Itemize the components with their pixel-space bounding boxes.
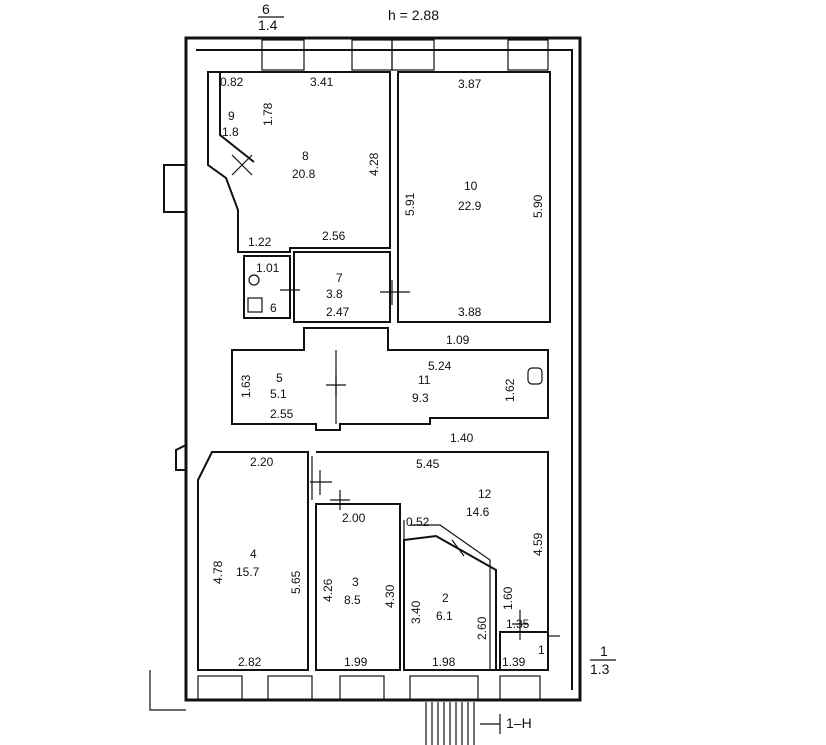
dimension-label: 2.55 bbox=[270, 407, 294, 421]
dimension-label: 4.26 bbox=[321, 578, 335, 602]
dimension-label: 1.62 bbox=[503, 378, 517, 402]
dimension-label: 1.22 bbox=[248, 235, 272, 249]
tl-ref-top: 6 bbox=[262, 1, 270, 17]
br-ref-top: 1 bbox=[600, 643, 608, 659]
top-windows bbox=[261, 39, 549, 71]
dimension-label: 1.09 bbox=[446, 333, 470, 347]
dimension-label: 1.78 bbox=[261, 102, 275, 126]
room-number: 10 bbox=[464, 179, 478, 193]
dimension-label: 1.99 bbox=[344, 655, 368, 669]
room-number: 9 bbox=[228, 109, 235, 123]
fixtures bbox=[247, 274, 543, 385]
door-marks bbox=[231, 154, 528, 640]
room-area: 15.7 bbox=[236, 565, 260, 579]
room-number: 7 bbox=[336, 271, 343, 285]
dimension-label: 2.00 bbox=[342, 511, 366, 525]
dimension-label: 2.56 bbox=[322, 229, 346, 243]
room-number: 4 bbox=[250, 547, 257, 561]
dimension-label: 1.63 bbox=[239, 374, 253, 398]
section-label: 1–H bbox=[506, 715, 532, 731]
room-labels: 8 20.8 10 22.9 9 1.8 7 3.8 6 5 5.1 11 9.… bbox=[222, 109, 492, 623]
room-area: 14.6 bbox=[466, 505, 490, 519]
dimension-label: 1.98 bbox=[432, 655, 456, 669]
dimension-label: 1.35 bbox=[506, 617, 530, 631]
room-area: 6.1 bbox=[436, 609, 453, 623]
entrance-steps bbox=[425, 702, 501, 745]
dimension-label: 5.24 bbox=[428, 359, 452, 373]
dimension-label: 3.88 bbox=[458, 305, 482, 319]
dimension-label: 4.78 bbox=[211, 560, 225, 584]
height-label: h = 2.88 bbox=[388, 7, 439, 23]
room-area: 8.5 bbox=[344, 593, 361, 607]
room-area: 20.8 bbox=[292, 167, 316, 181]
room-area: 3.8 bbox=[326, 287, 343, 301]
dimension-label: 2.82 bbox=[238, 655, 262, 669]
dimension-label: 1.60 bbox=[501, 586, 515, 610]
dimension-label: 0.52 bbox=[406, 515, 430, 529]
dimension-label: 3.87 bbox=[458, 77, 482, 91]
dimension-label: 1.39 bbox=[502, 655, 526, 669]
br-ref-bottom: 1.3 bbox=[590, 661, 610, 677]
room-number: 8 bbox=[302, 149, 309, 163]
bottom-windows bbox=[197, 675, 541, 701]
dimension-label: 3.40 bbox=[409, 600, 423, 624]
room-number: 2 bbox=[442, 591, 449, 605]
dimension-labels: 0.82 3.41 3.87 1.78 4.28 5.91 5.90 1.22 … bbox=[211, 75, 545, 669]
dimension-label: 0.82 bbox=[220, 75, 244, 89]
room-area: 9.3 bbox=[412, 391, 429, 405]
outer-walls bbox=[149, 36, 582, 711]
dimension-label: 4.59 bbox=[531, 532, 545, 556]
room-area: 5.1 bbox=[270, 387, 287, 401]
room-number: 11 bbox=[418, 373, 431, 387]
dimension-label: 4.30 bbox=[383, 584, 397, 608]
dimension-label: 2.60 bbox=[475, 616, 489, 640]
dimension-label: 5.90 bbox=[531, 194, 545, 218]
room-number: 5 bbox=[276, 371, 283, 385]
dimension-label: 3.41 bbox=[310, 75, 334, 89]
dimension-label: 1.40 bbox=[450, 431, 474, 445]
dimension-label: 2.20 bbox=[250, 455, 274, 469]
dimension-label: 5.45 bbox=[416, 457, 440, 471]
room-area: 22.9 bbox=[458, 199, 482, 213]
room-walls bbox=[197, 71, 551, 671]
room-number: 3 bbox=[352, 575, 359, 589]
tl-ref-bottom: 1.4 bbox=[258, 17, 278, 33]
dimension-label: 1.01 bbox=[256, 261, 280, 275]
dimension-label: 2.47 bbox=[326, 305, 350, 319]
room-number: 6 bbox=[270, 301, 277, 315]
dimension-label: 4.28 bbox=[367, 152, 381, 176]
dimension-label: 5.91 bbox=[403, 192, 417, 216]
room-number: 12 bbox=[478, 487, 492, 501]
dimension-label: 1 bbox=[538, 643, 545, 657]
room-area: 1.8 bbox=[222, 125, 239, 139]
dimension-label: 5.65 bbox=[289, 570, 303, 594]
